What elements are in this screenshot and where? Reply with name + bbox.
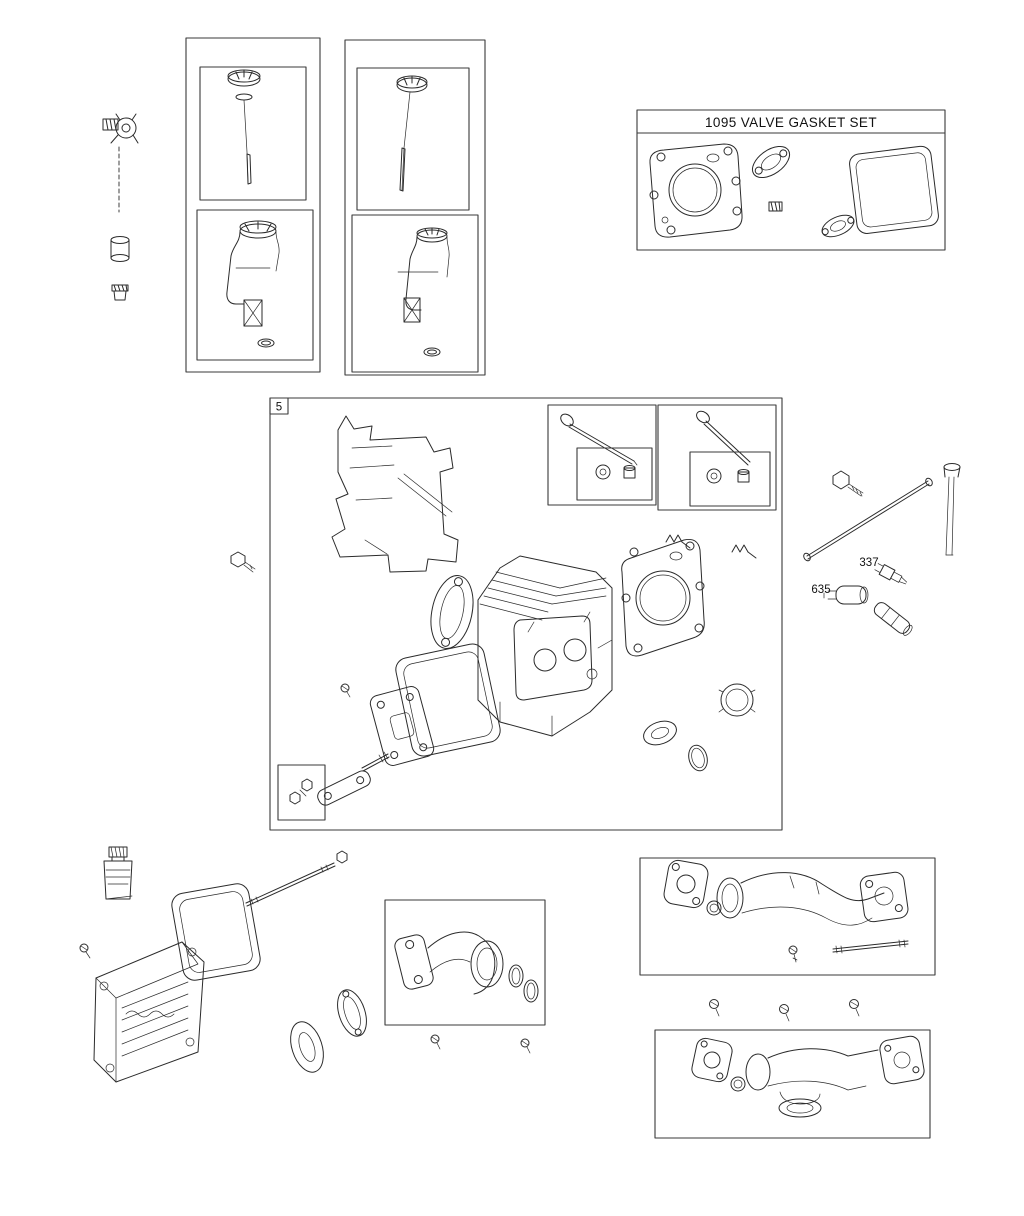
mounting-screw-1 [709,999,720,1017]
part-635-label: 635 [811,584,830,596]
dipstick-group-a [185,37,321,373]
valve-cover-gasket [849,145,939,234]
oil-fill-tube-b [397,227,450,357]
intake-elbow-box [384,899,546,1026]
cup-plug [768,201,783,212]
dipstick-group-b [344,39,486,376]
elbow-screw-1 [430,1034,441,1050]
rocker-stud [361,751,390,772]
cover-stud [245,862,336,907]
oval-seal [643,720,677,746]
intake-port-gasket [290,1021,324,1073]
cylinder-shroud [331,415,459,573]
cylinder-head [477,555,613,737]
valve-gasket-set-box: 1095 VALVE GASKET SET [636,109,946,251]
gasket-set-title: 1095 VALVE GASKET SET [705,115,877,130]
exhaust-manifold-box [654,1029,931,1139]
exhaust-gasket [751,145,791,179]
rocker-studs [665,534,757,559]
elbow-o-ring-2 [523,979,539,1003]
cover-screw-small [79,943,91,959]
port-gasket [430,575,474,649]
oil-fill-tube-a [226,220,280,348]
mounting-screw-2 [779,1004,790,1022]
intake-gasket [821,214,855,238]
exhaust-port-gasket [337,989,367,1037]
exhaust-o-ring [730,1076,746,1092]
breather-plate [369,686,435,766]
head-gasket [649,143,743,238]
manifold-gasket-left [663,859,709,909]
elbow-screw-2 [520,1038,531,1054]
fastener-sub-box [277,764,326,821]
fuel-fitting-635 [823,585,869,605]
exhaust-valve-box [547,404,657,506]
stud-nut [336,850,348,864]
valve-cover [93,941,205,1083]
manifold-stud [832,939,909,954]
sealant-tube [103,846,133,900]
cover-gasket [395,643,501,757]
oil-cap-b [396,75,428,192]
head-gasket-main [621,539,705,657]
oil-cap-a [227,69,261,185]
intake-manifold [716,871,909,926]
head-bolt [230,551,256,573]
exhaust-manifold [745,1035,925,1118]
part-337-label: 337 [859,557,878,569]
exhaust-gasket-left [691,1037,733,1083]
rocker-shaft-rod [943,463,961,556]
rocker-strip-gasket [317,770,371,806]
valve-train-loose-parts: 337 635 [803,463,961,636]
valve-cover-gasket-large [171,883,261,981]
manifold-screw [788,945,798,963]
intake-elbow [394,931,504,995]
valve-cover-cluster [79,846,367,1083]
intake-valve-box [657,404,777,511]
flange-bolt [832,470,864,497]
elbow-o-ring-1 [508,964,524,988]
mounting-screw-3 [849,999,860,1017]
assembly-box-label: 5 [276,402,282,414]
manifold-o-ring [706,900,722,916]
cylinder-head-assembly-box: 5 [230,397,783,831]
fitting-elbow [873,602,913,636]
cover-screw [340,683,351,698]
spark-plug [874,563,908,585]
push-rod [803,477,933,562]
round-seal [718,683,756,717]
oil-fitting-part [102,113,139,301]
o-ring-seal [688,744,708,772]
intake-manifold-box [639,857,936,976]
